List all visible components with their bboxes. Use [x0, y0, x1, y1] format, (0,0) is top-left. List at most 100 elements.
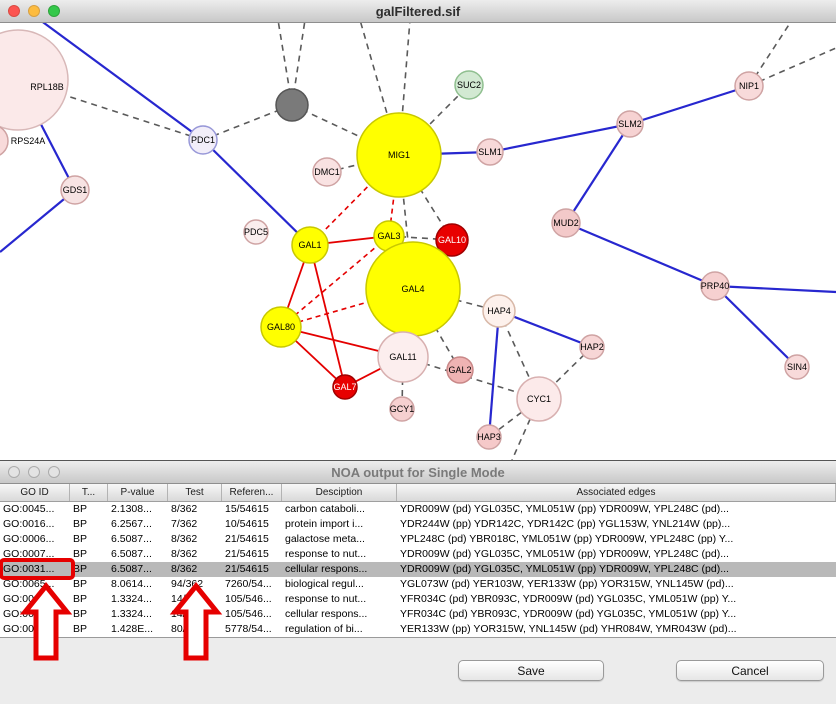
edge-GAL80-GAL4[interactable] — [280, 288, 414, 328]
node-label-PRP40: PRP40 — [701, 281, 730, 291]
node-GAL1[interactable] — [291, 226, 329, 264]
node-label-HAP3: HAP3 — [477, 432, 501, 442]
node-label-GAL3: GAL3 — [377, 231, 400, 241]
edge-GRAY-MIG1[interactable] — [291, 104, 400, 156]
node-GAL10[interactable] — [435, 223, 469, 257]
minimize-button-icon[interactable] — [28, 5, 40, 17]
table-cell: 21/54615 — [225, 563, 269, 575]
table-cell: GO:0007... — [3, 548, 55, 560]
node-GCY1[interactable] — [389, 396, 415, 422]
edge-SLM1-SLM2[interactable] — [489, 122, 631, 154]
zoom-button-icon[interactable] — [48, 466, 60, 478]
node-label-GAL7: GAL7 — [333, 382, 356, 392]
edge-PRP40-SIN4[interactable] — [714, 285, 798, 368]
node-SUC2[interactable] — [454, 70, 484, 100]
close-button-icon[interactable] — [8, 466, 20, 478]
table-cell: BP — [73, 518, 88, 530]
node-label-GAL4: GAL4 — [401, 284, 424, 294]
node-label-CYC1: CYC1 — [527, 394, 551, 404]
node-DMC1[interactable] — [312, 157, 342, 187]
node-RPL18B[interactable] — [0, 29, 69, 131]
node-CYC1[interactable] — [516, 376, 562, 422]
header-cell-5[interactable]: Desciption — [282, 484, 397, 501]
table-cell: GO:0016... — [3, 518, 55, 530]
network-window-titlebar[interactable]: galFiltered.sif — [0, 0, 836, 23]
network-window-title: galFiltered.sif — [375, 3, 461, 19]
header-cell-1[interactable]: T... — [70, 484, 108, 501]
table-cell: 6.2567... — [111, 518, 152, 530]
node-RPS24A[interactable] — [0, 125, 9, 157]
table-cell: 6.5087... — [111, 533, 152, 545]
zoom-button-icon[interactable] — [48, 5, 60, 17]
node-GAL80[interactable] — [260, 306, 302, 348]
table-cell: GO:0050... — [3, 623, 55, 635]
minimize-button-icon[interactable] — [28, 466, 40, 478]
node-label-GAL10: GAL10 — [438, 235, 466, 245]
noa-window-titlebar[interactable]: NOA output for Single Mode — [0, 461, 836, 484]
edge-NIP1-aNIP2[interactable] — [748, 47, 836, 87]
node-HAP2[interactable] — [579, 334, 605, 360]
table-cell: 21/54615 — [225, 533, 269, 545]
node-MUD2[interactable] — [551, 208, 581, 238]
table-cell: 6.5087... — [111, 548, 152, 560]
edge-MUD2-PRP40[interactable] — [565, 221, 716, 288]
edge-HAP4-HAP3[interactable] — [487, 310, 501, 438]
header-cell-3[interactable]: Test — [168, 484, 222, 501]
node-HAP3[interactable] — [476, 424, 502, 450]
node-GDS1[interactable] — [60, 175, 90, 205]
close-button-icon[interactable] — [8, 5, 20, 17]
node-PDC5[interactable] — [243, 219, 269, 245]
header-cell-0[interactable]: GO ID — [0, 484, 70, 501]
table-cell: YFR034C (pd) YBR093C, YDR009W (pd) YGL03… — [400, 593, 737, 605]
edge-GAL11-GCY1[interactable] — [401, 356, 404, 410]
node-GAL11[interactable] — [377, 331, 429, 383]
header-cell-6[interactable]: Associated edges — [397, 484, 836, 501]
header-cell-2[interactable]: P-value — [108, 484, 168, 501]
node-SIN4[interactable] — [784, 354, 810, 380]
node-label-GAL1: GAL1 — [298, 240, 321, 250]
save-button[interactable]: Save — [458, 660, 604, 681]
node-label-GAL2: GAL2 — [448, 365, 471, 375]
node-GAL7[interactable] — [332, 374, 358, 400]
cancel-button[interactable]: Cancel — [676, 660, 824, 681]
edge-GDS1-aL1[interactable] — [0, 189, 76, 253]
edge-GAL80-GAL3[interactable] — [280, 235, 390, 328]
table-cell: YGL073W (pd) YER103W, YER133W (pp) YOR31… — [400, 578, 734, 590]
node-GAL2[interactable] — [446, 356, 474, 384]
traffic-lights — [8, 5, 60, 17]
node-SLM1[interactable] — [476, 138, 504, 166]
node-NIP1[interactable] — [734, 71, 764, 101]
node-HAP4[interactable] — [482, 294, 516, 328]
table-cell: 94/362 — [171, 578, 204, 590]
edge-PRP40-aR1[interactable] — [714, 284, 836, 294]
table-cell: GO:0031... — [3, 563, 55, 575]
node-SLM2[interactable] — [616, 110, 644, 138]
edge-SLM2-MUD2[interactable] — [565, 123, 631, 224]
table-cell: response to nut... — [285, 593, 367, 605]
table-cell: 105/546... — [225, 608, 272, 620]
node-GRAY[interactable] — [275, 88, 309, 122]
node-MIG1[interactable] — [356, 112, 442, 198]
node-PDC1[interactable] — [188, 125, 218, 155]
edge-aTL-PDC1[interactable] — [40, 22, 204, 141]
edge-SLM2-NIP1[interactable] — [629, 84, 750, 126]
node-PRP40[interactable] — [700, 271, 730, 301]
edge-PDC1-GAL1[interactable] — [202, 139, 311, 246]
header-cell-4[interactable]: Referen... — [222, 484, 282, 501]
edge-GAL1-GAL7[interactable] — [309, 244, 346, 388]
table-cell: 8/362 — [171, 563, 198, 575]
node-label-RPS24A: RPS24A — [11, 136, 46, 146]
table-cell: BP — [73, 623, 88, 635]
